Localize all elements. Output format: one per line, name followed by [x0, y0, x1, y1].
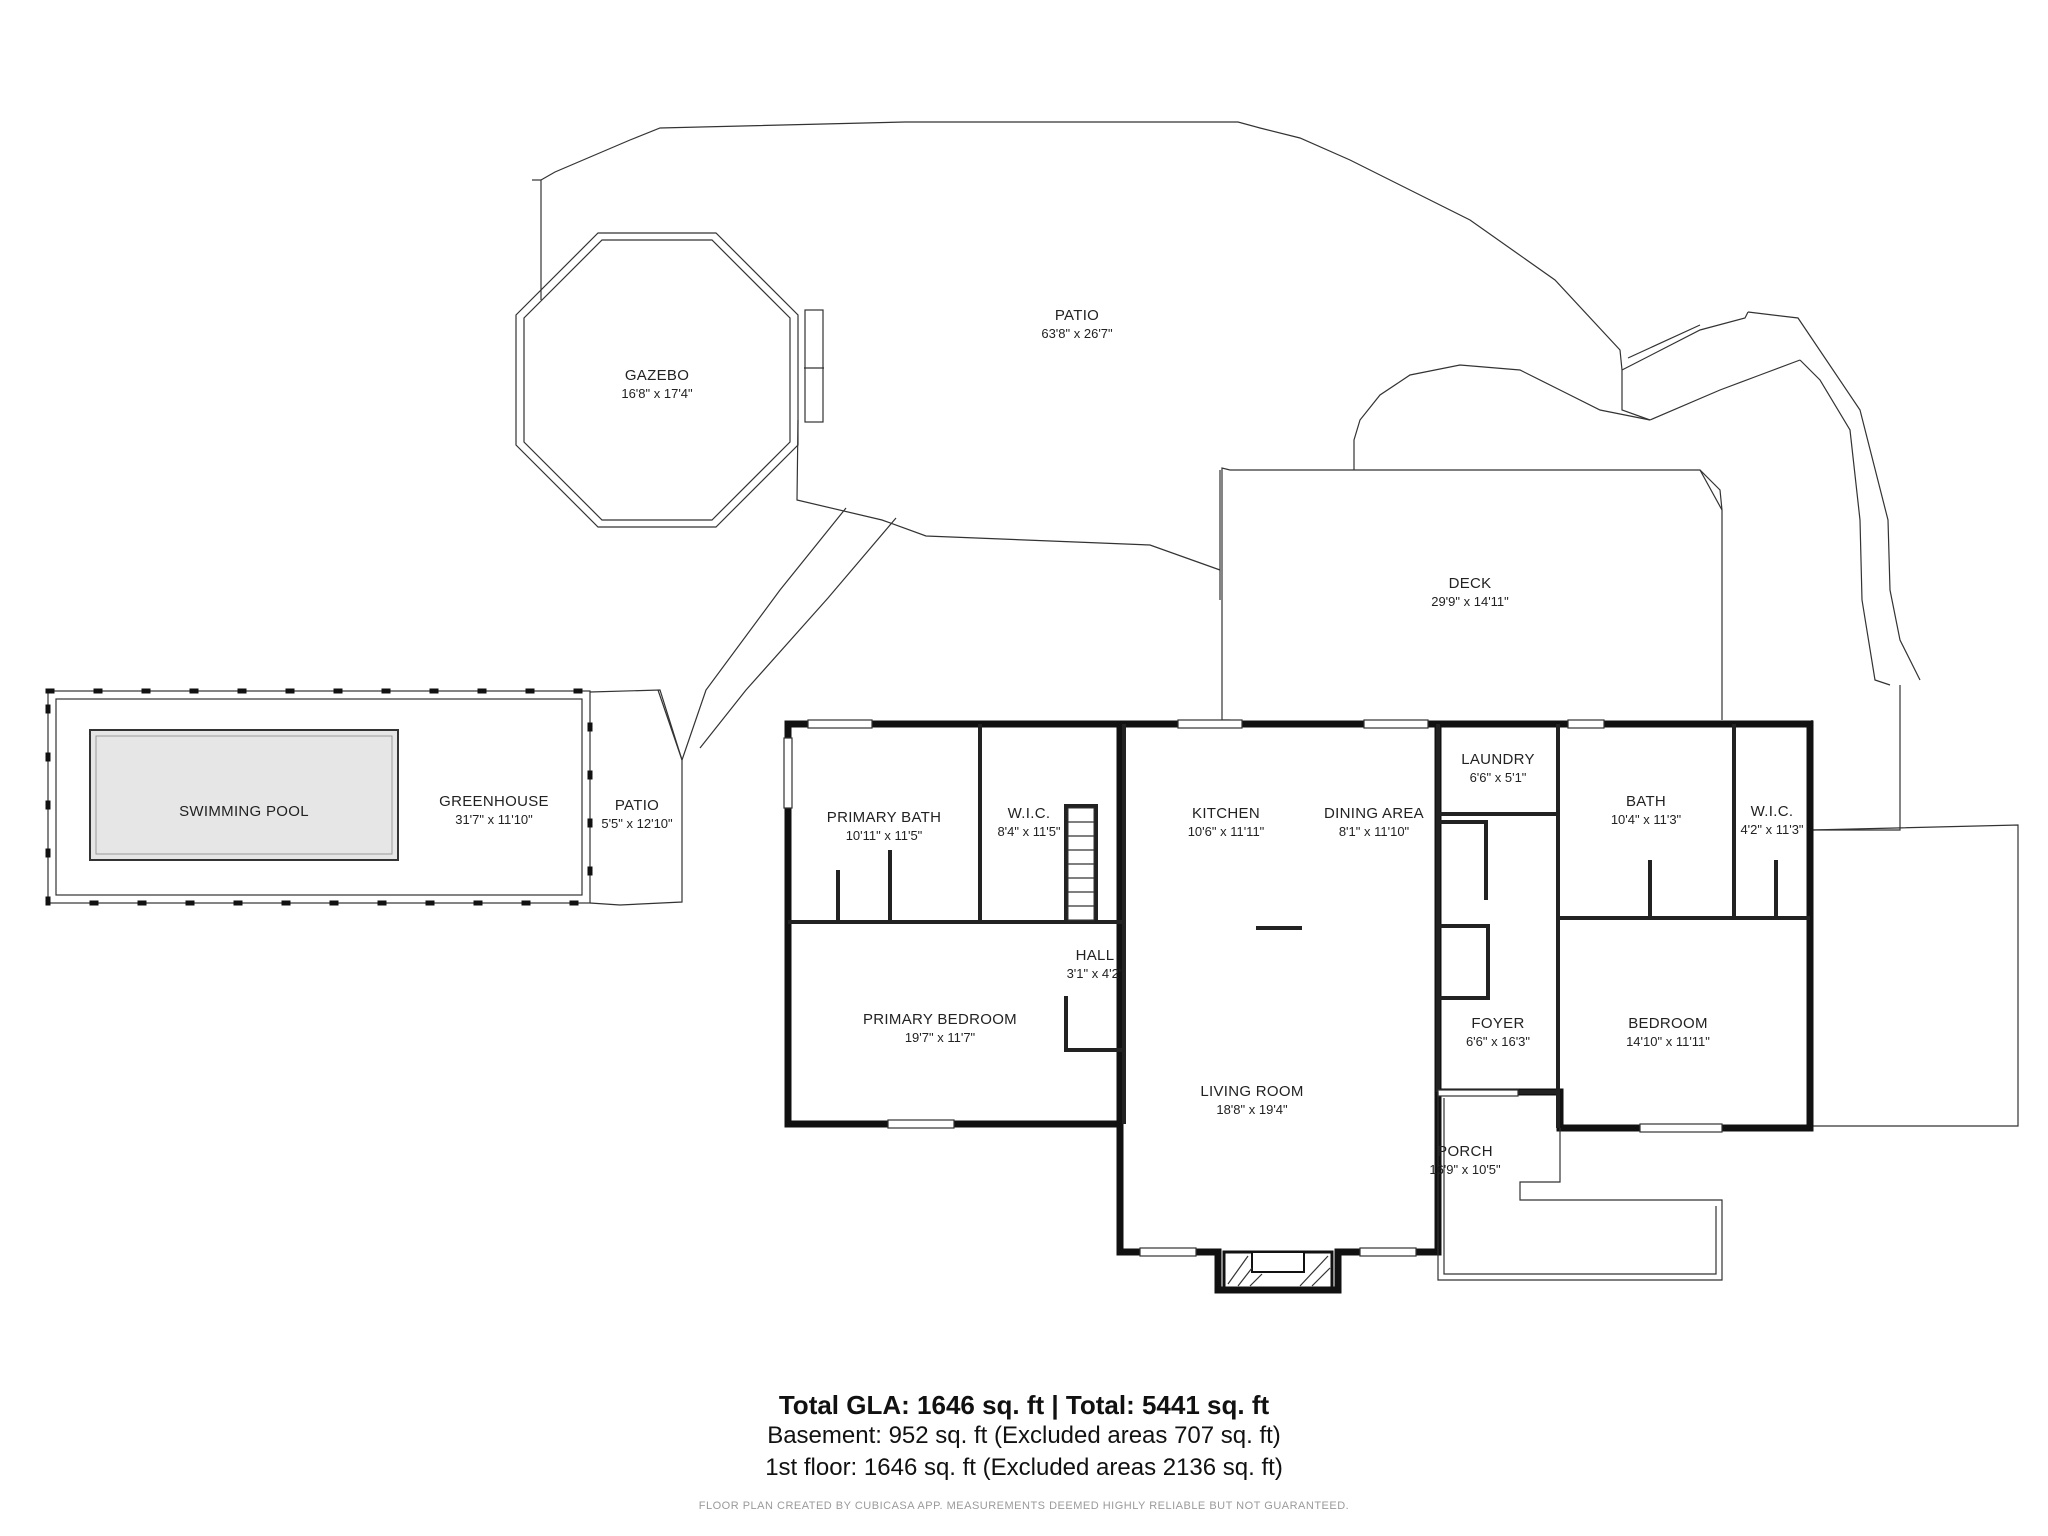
living-room-dim: 18'8" x 19'4": [1216, 1102, 1288, 1117]
primary-bath-name: PRIMARY BATH: [827, 809, 941, 826]
gazebo-name: GAZEBO: [625, 367, 689, 384]
porch-outline: [1437, 1092, 1723, 1281]
wic-right-dim: 4'2" x 11'3": [1740, 822, 1803, 837]
kitchen-dim: 10'6" x 11'11": [1188, 824, 1265, 839]
gazebo-dim: 16'8" x 17'4": [621, 386, 693, 401]
bedroom-dim: 14'10" x 11'11": [1626, 1034, 1710, 1049]
laundry-dim: 6'6" x 5'1": [1470, 770, 1527, 785]
staircase: [1067, 807, 1095, 921]
hall-dim: 3'1" x 4'2": [1067, 966, 1124, 981]
bedroom-name: BEDROOM: [1628, 1015, 1708, 1032]
greenhouse-outline: [45, 688, 593, 906]
deck-name: DECK: [1449, 575, 1492, 592]
area-totals: Total GLA: 1646 sq. ft | Total: 5441 sq.…: [778, 1390, 1270, 1420]
basement-area: Basement: 952 sq. ft (Excluded areas 707…: [767, 1422, 1281, 1449]
disclaimer: FLOOR PLAN CREATED BY CUBICASA APP. MEAS…: [698, 1500, 1350, 1512]
greenhouse-name: GREENHOUSE: [439, 793, 549, 810]
patio-main-name: PATIO: [1055, 307, 1099, 324]
dining-area-name: DINING AREA: [1324, 805, 1424, 822]
primary-bedroom-dim: 19'7" x 11'7": [905, 1030, 976, 1045]
swimming-pool: [89, 729, 399, 861]
primary-bedroom-name: PRIMARY BEDROOM: [863, 1011, 1017, 1028]
room-labels: PATIO 63'8" x 26'7" GAZEBO 16'8" x 17'4"…: [179, 307, 1804, 1177]
dining-area-dim: 8'1" x 11'10": [1339, 824, 1410, 839]
laundry-name: LAUNDRY: [1461, 751, 1535, 768]
living-room-name: LIVING ROOM: [1200, 1083, 1303, 1100]
bath-name: BATH: [1626, 793, 1666, 810]
wic-left-dim: 8'4" x 11'5": [997, 824, 1060, 839]
deck-dim: 29'9" x 14'11": [1431, 594, 1509, 609]
fireplace: [1222, 1250, 1334, 1290]
bath-dim: 10'4" x 11'3": [1611, 812, 1682, 827]
wic-left-name: W.I.C.: [1008, 805, 1051, 822]
gazebo-outline: [515, 232, 824, 528]
porch-dim: 16'9" x 10'5": [1429, 1162, 1501, 1177]
swimming-pool-name: SWIMMING POOL: [179, 803, 309, 820]
patio-small-name: PATIO: [615, 797, 659, 814]
foyer-dim: 6'6" x 16'3": [1466, 1034, 1530, 1049]
kitchen-name: KITCHEN: [1192, 805, 1260, 822]
porch-name: PORCH: [1437, 1143, 1493, 1160]
patio-outline: [532, 121, 1921, 686]
primary-bath-dim: 10'11" x 11'5": [846, 828, 923, 843]
windows: [783, 719, 1723, 1257]
foyer-name: FOYER: [1471, 1015, 1524, 1032]
hall-name: HALL: [1076, 947, 1115, 964]
wic-right-name: W.I.C.: [1751, 803, 1794, 820]
patio-main-dim: 63'8" x 26'7": [1041, 326, 1113, 341]
small-patio-outline: [589, 689, 683, 906]
patio-small-dim: 5'5" x 12'10": [601, 816, 673, 831]
first-floor-area: 1st floor: 1646 sq. ft (Excluded areas 2…: [765, 1454, 1283, 1481]
greenhouse-dim: 31'7" x 11'10": [455, 812, 533, 827]
side-yard-outline: [1811, 685, 2019, 1127]
